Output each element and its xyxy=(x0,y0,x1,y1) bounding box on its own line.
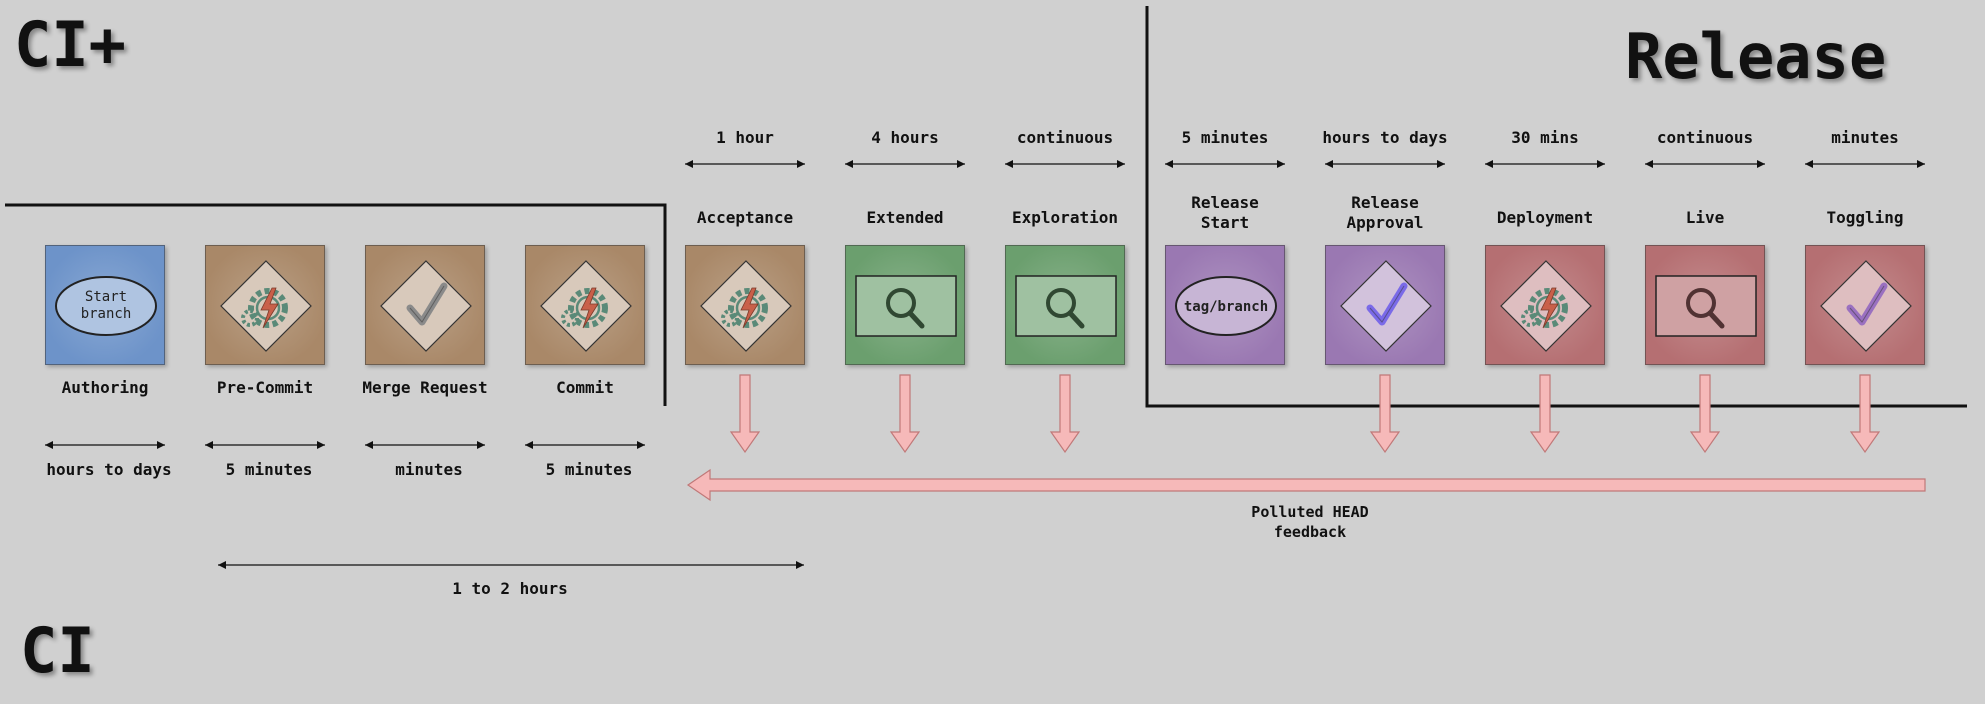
stage-box-pre-commit xyxy=(205,245,325,365)
checkmark-icon xyxy=(1820,260,1912,352)
stage-name-deployment: Deployment xyxy=(1496,208,1594,227)
stage-name-commit: Commit xyxy=(556,378,614,397)
feedback-down-arrow-toggling xyxy=(1849,374,1881,454)
feedback-down-arrow-extended xyxy=(889,374,921,454)
duration-arrow-extended xyxy=(845,160,965,168)
checkmark-icon xyxy=(380,260,472,352)
duration-arrow-authoring xyxy=(45,441,165,449)
stage-duration-deployment: 30 mins xyxy=(1511,128,1579,147)
feedback-down-arrow-live xyxy=(1689,374,1721,454)
feedback-down-arrow-acceptance xyxy=(729,374,761,454)
ci-span-label: 1 to 2 hours xyxy=(452,579,568,598)
stage-box-deployment xyxy=(1485,245,1605,365)
stage-box-toggling xyxy=(1805,245,1925,365)
stage-box-exploration xyxy=(1005,245,1125,365)
duration-arrow-release-approval xyxy=(1325,160,1445,168)
stage-name-live: Live xyxy=(1685,208,1725,227)
gear-bolt-icon xyxy=(1500,260,1592,352)
stage-name-release-approval-2: Approval xyxy=(1346,213,1424,232)
stage-duration-commit: 5 minutes xyxy=(545,460,633,479)
magnifier-icon xyxy=(1655,275,1757,337)
stage-duration-live: continuous xyxy=(1656,128,1754,147)
stage-name-authoring: Authoring xyxy=(61,378,149,397)
stage-duration-acceptance: 1 hour xyxy=(716,128,774,147)
svg-text:tag/branch: tag/branch xyxy=(1184,299,1268,315)
stage-name-toggling: Toggling xyxy=(1826,208,1904,227)
stage-duration-exploration: continuous xyxy=(1016,128,1114,147)
ci-plus-heading: CI+ xyxy=(14,8,126,81)
release-boundary-line xyxy=(1145,6,1967,408)
feedback-label: Polluted HEAD feedback xyxy=(1251,502,1368,542)
duration-arrow-exploration xyxy=(1005,160,1125,168)
duration-arrow-merge-request xyxy=(365,441,485,449)
gear-bolt-icon xyxy=(540,260,632,352)
duration-arrow-commit xyxy=(525,441,645,449)
gear-bolt-icon xyxy=(220,260,312,352)
stage-duration-merge-request: minutes xyxy=(395,460,463,479)
stage-duration-toggling: minutes xyxy=(1831,128,1899,147)
feedback-down-arrow-deployment xyxy=(1529,374,1561,454)
stage-box-commit xyxy=(525,245,645,365)
stage-name-acceptance: Acceptance xyxy=(696,208,794,227)
duration-arrow-pre-commit xyxy=(205,441,325,449)
tag-branch-oval-icon: tag/branch xyxy=(1175,276,1277,336)
stage-name-release-start-1: Release xyxy=(1191,193,1259,212)
stage-name-release-start-2: Start xyxy=(1200,213,1250,232)
stage-duration-pre-commit: 5 minutes xyxy=(225,460,313,479)
stage-duration-release-start: 5 minutes xyxy=(1181,128,1269,147)
feedback-label-line-1: Polluted HEAD xyxy=(1251,503,1369,521)
duration-arrow-toggling xyxy=(1805,160,1925,168)
stage-name-merge-request: Merge Request xyxy=(362,378,488,397)
checkmark-icon xyxy=(1340,260,1432,352)
magnifier-icon xyxy=(855,275,957,337)
stage-name-extended: Extended xyxy=(866,208,944,227)
magnifier-icon xyxy=(1015,275,1117,337)
stage-box-release-approval xyxy=(1325,245,1445,365)
duration-arrow-acceptance xyxy=(685,160,805,168)
feedback-label-line-2: feedback xyxy=(1273,523,1347,541)
duration-arrow-release-start xyxy=(1165,160,1285,168)
stage-name-exploration: Exploration xyxy=(1012,208,1118,227)
feedback-down-arrow-exploration xyxy=(1049,374,1081,454)
duration-arrow-deployment xyxy=(1485,160,1605,168)
ci-heading: CI xyxy=(20,614,95,687)
stage-name-pre-commit: Pre-Commit xyxy=(216,378,314,397)
duration-arrow-live xyxy=(1645,160,1765,168)
stage-box-acceptance xyxy=(685,245,805,365)
release-heading: Release xyxy=(1625,20,1887,93)
stage-name-release-approval-1: Release xyxy=(1351,193,1419,212)
ci-span-arrow xyxy=(218,561,804,569)
feedback-down-arrow-release-approval xyxy=(1369,374,1401,454)
ci-boundary-line xyxy=(5,203,667,406)
stage-box-release-start: tag/branch xyxy=(1165,245,1285,365)
stage-duration-release-approval: hours to days xyxy=(1322,128,1448,147)
stage-duration-authoring: hours to days xyxy=(46,460,172,479)
gear-bolt-icon xyxy=(700,260,792,352)
stage-box-live xyxy=(1645,245,1765,365)
stage-box-extended xyxy=(845,245,965,365)
stage-box-merge-request xyxy=(365,245,485,365)
stage-duration-extended: 4 hours xyxy=(871,128,939,147)
feedback-arrow xyxy=(686,468,1926,502)
